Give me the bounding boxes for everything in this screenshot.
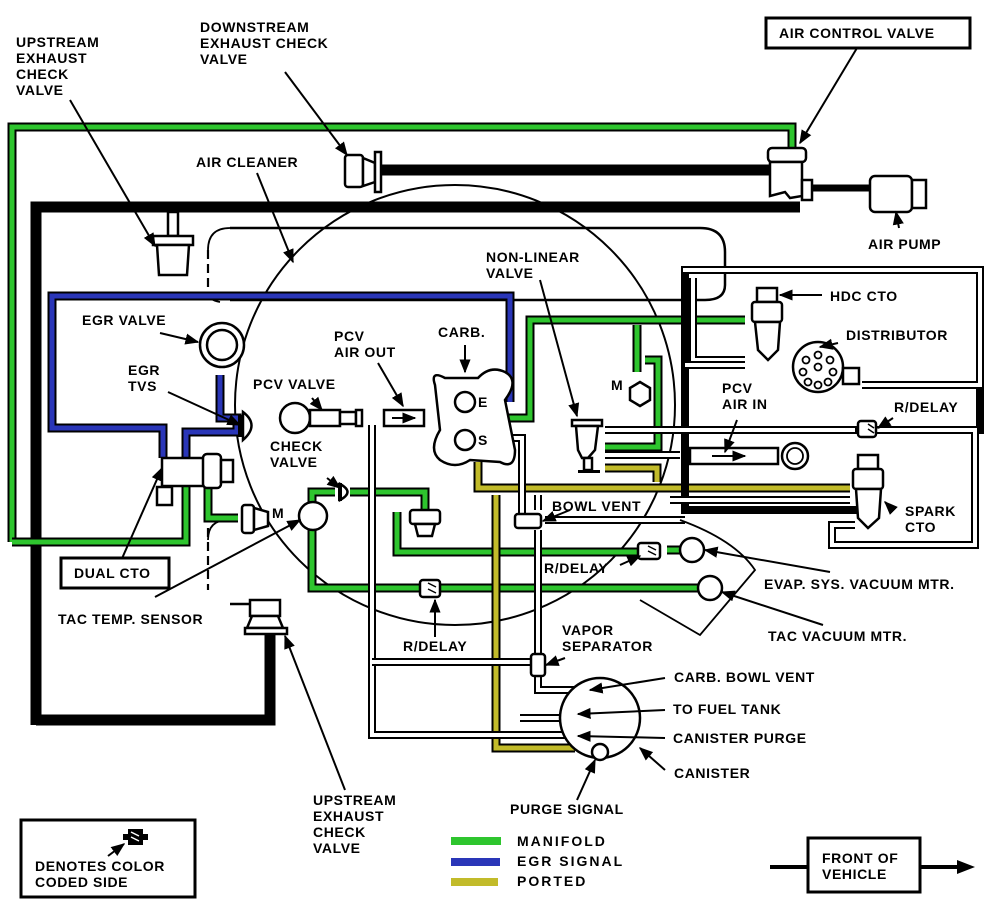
label-m-carb: M [611, 377, 623, 393]
egr-valve [198, 321, 246, 369]
air-cleaner-circle [234, 184, 676, 626]
label-r-delay-mid: R/DELAY [544, 560, 608, 576]
non-linear-valve [570, 418, 604, 473]
downstream-check-valve [343, 150, 383, 194]
legend-label-ported: PORTED [517, 873, 587, 889]
pcv-air-in [688, 441, 810, 471]
label-r-delay-bottom: R/DELAY [403, 638, 467, 654]
label-air-cleaner: AIR CLEANER [196, 154, 298, 170]
dual-cto [155, 452, 235, 507]
manifold-hoses [203, 315, 745, 593]
hose-color-legend: MANIFOLD EGR SIGNAL PORTED [451, 833, 624, 889]
label-tac-vacuum-mtr: TAC VACUUM MTR. [768, 628, 907, 644]
color-coded-fitting-icon [123, 829, 148, 845]
label-egr-valve: EGR VALVE [82, 312, 166, 328]
ported-hoses [473, 462, 850, 753]
label-evap-sys-vacuum-mtr: EVAP. SYS. VACUUM MTR. [764, 576, 955, 592]
label-carb: CARB. [438, 324, 485, 340]
unmarked-hoses [368, 266, 984, 739]
label-air-control-valve: AIR CONTROL VALVE [779, 25, 935, 41]
label-carb-bowl-vent: CARB. BOWL VENT [674, 669, 815, 685]
hdc-cto [750, 286, 784, 362]
canister [558, 676, 642, 762]
label-r-delay-right: R/DELAY [894, 399, 958, 415]
label-distributor: DISTRIBUTOR [846, 327, 948, 343]
label-hdc-cto: HDC CTO [830, 288, 898, 304]
tac-temp-sensor [297, 500, 329, 532]
label-bowl-vent: BOWL VENT [552, 498, 641, 514]
egr-signal-loop [47, 291, 515, 458]
label-tac-temp-sensor: TAC TEMP. SENSOR [58, 611, 203, 627]
r-delay-mid [636, 541, 662, 561]
dual-cto-box [59, 556, 171, 590]
label-purge-signal: PURGE SIGNAL [510, 801, 624, 817]
air-pump [868, 174, 928, 214]
distributor [791, 340, 861, 394]
legend-label-egr-signal: EGR SIGNAL [517, 853, 624, 869]
bowl-vent-valve [513, 512, 543, 530]
vacuum-source-m [628, 380, 652, 408]
upstream-check-valve-bottom [243, 598, 289, 636]
tac-vacuum-motor [639, 519, 757, 637]
vapor-separator [529, 652, 547, 678]
tac-temp-sensor-fitting [240, 503, 270, 535]
label-canister-purge: CANISTER PURGE [673, 730, 807, 746]
air-injection-pipes [30, 164, 870, 726]
r-delay-bottom [418, 578, 442, 599]
legend-swatch-ported [451, 878, 498, 886]
label-air-pump: AIR PUMP [868, 236, 941, 252]
carburetor [432, 368, 517, 467]
check-valve [338, 481, 349, 503]
label-dual-cto: DUAL CTO [74, 565, 151, 581]
legend-swatch-manifold [451, 837, 501, 845]
front-arrow-icon [957, 860, 975, 874]
label-to-fuel-tank: TO FUEL TANK [673, 701, 781, 717]
air-control-valve [766, 146, 814, 202]
pcv-valve [278, 401, 426, 435]
egr-tvs [238, 409, 253, 443]
upstream-check-valve-top [151, 210, 195, 277]
label-carb-port-e: E [478, 394, 488, 410]
label-pcv-valve: PCV VALVE [253, 376, 336, 392]
leader-lines [69, 47, 904, 801]
manifold-outer-loop [7, 122, 797, 547]
label-canister: CANISTER [674, 765, 750, 781]
spark-cto [851, 453, 885, 530]
r-delay-right [856, 419, 878, 439]
label-m-left: M [272, 505, 284, 521]
label-carb-port-s: S [478, 432, 488, 448]
legend-label-manifold: MANIFOLD [517, 833, 607, 849]
legend-swatch-egr-signal [451, 858, 500, 866]
evap-vacuum-motor [678, 536, 706, 564]
air-control-valve-box [764, 16, 972, 50]
vacuum-fitting [408, 508, 442, 538]
